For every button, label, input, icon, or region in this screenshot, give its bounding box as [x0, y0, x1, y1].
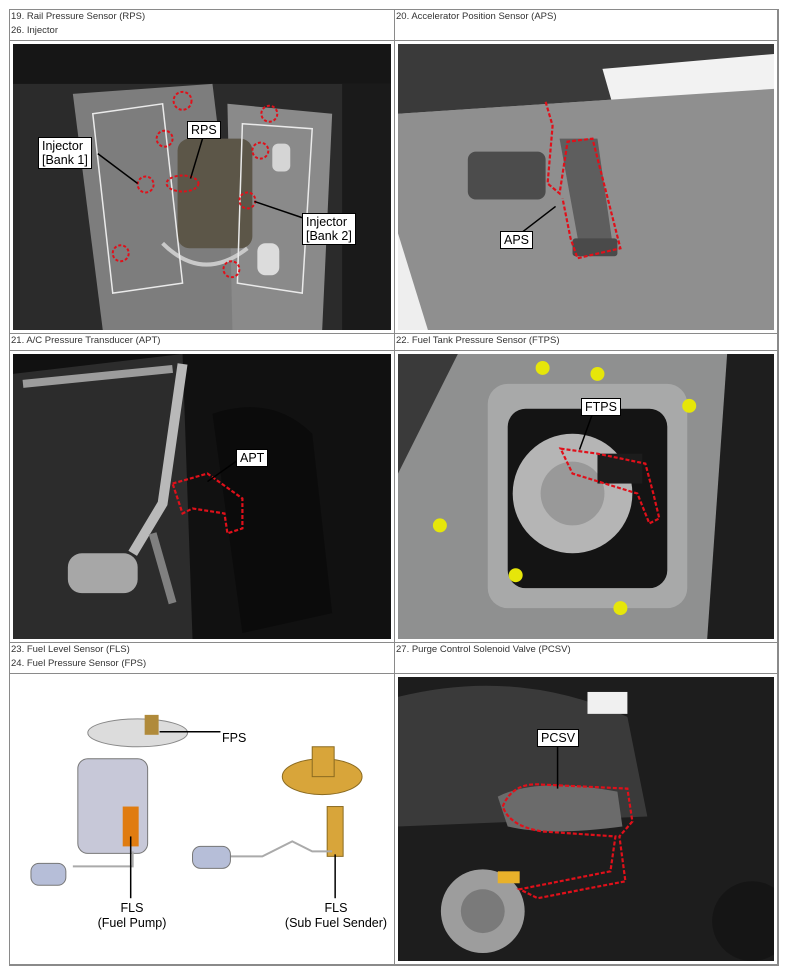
intake-photo	[398, 677, 774, 961]
label-fps: FPS	[222, 731, 247, 745]
heading-injector: 26. Injector	[11, 25, 58, 36]
header-cell-apt: 21. A/C Pressure Transducer (APT)	[10, 334, 395, 351]
label-fls-sub-line1: FLS	[324, 901, 348, 915]
label-pcsv: PCSV	[537, 729, 580, 747]
engine-bay-photo	[13, 44, 391, 330]
ac-line-photo	[13, 354, 391, 639]
label-injector-bank2: Injector [Bank 2]	[302, 213, 356, 245]
label-injector-bank1: Injector [Bank 1]	[38, 137, 92, 169]
heading-apt: 21. A/C Pressure Transducer (APT)	[11, 335, 161, 346]
label-fls-sub: FLS (Sub Fuel Sender)	[268, 901, 404, 931]
heading-fps: 24. Fuel Pressure Sensor (FPS)	[11, 658, 147, 669]
photo-cell-apt: APT	[10, 351, 395, 643]
label-injector-bank2-line2: [Bank 2]	[306, 229, 352, 243]
photo-cell-ftps: FTPS	[395, 351, 778, 643]
label-ftps: FTPS	[581, 398, 621, 416]
label-apt: APT	[236, 449, 269, 467]
fuel-pump-illustration	[13, 677, 391, 961]
label-fls-sub-line2: (Sub Fuel Sender)	[284, 916, 388, 930]
label-injector-bank2-line1: Injector	[306, 215, 347, 229]
label-injector-bank1-line2: [Bank 1]	[42, 153, 88, 167]
heading-rps: 19. Rail Pressure Sensor (RPS)	[11, 11, 146, 22]
photo-cell-rps-injector: Injector [Bank 1] RPS Injector [Bank 2]	[10, 41, 395, 334]
photo-cell-fls-fps: FPS FLS (Fuel Pump) FLS (Sub Fuel Sender…	[10, 674, 395, 965]
photo-cell-aps: APS	[395, 41, 778, 334]
header-cell-aps: 20. Accelerator Position Sensor (APS)	[395, 10, 778, 41]
header-cell-ftps: 22. Fuel Tank Pressure Sensor (FTPS)	[395, 334, 778, 351]
photo-cell-pcsv: PCSV	[395, 674, 778, 965]
heading-ftps: 22. Fuel Tank Pressure Sensor (FTPS)	[396, 335, 560, 346]
heading-pcsv: 27. Purge Control Solenoid Valve (PCSV)	[396, 644, 571, 655]
header-cell-rps-injector: 19. Rail Pressure Sensor (RPS) 26. Injec…	[10, 10, 395, 41]
header-cell-pcsv: 27. Purge Control Solenoid Valve (PCSV)	[395, 643, 778, 674]
label-fls-pump-line1: FLS	[120, 901, 144, 915]
fuel-tank-photo	[398, 354, 774, 639]
label-aps: APS	[500, 231, 534, 249]
label-fls-pump-line2: (Fuel Pump)	[97, 916, 167, 930]
sensor-location-table: 19. Rail Pressure Sensor (RPS) 26. Injec…	[9, 9, 779, 966]
footwell-photo	[398, 44, 774, 330]
label-rps: RPS	[187, 121, 221, 139]
header-cell-fls-fps: 23. Fuel Level Sensor (FLS) 24. Fuel Pre…	[10, 643, 395, 674]
label-injector-bank1-line1: Injector	[42, 139, 83, 153]
label-fls-pump: FLS (Fuel Pump)	[82, 901, 182, 931]
heading-aps: 20. Accelerator Position Sensor (APS)	[396, 11, 557, 22]
heading-fls: 23. Fuel Level Sensor (FLS)	[11, 644, 130, 655]
